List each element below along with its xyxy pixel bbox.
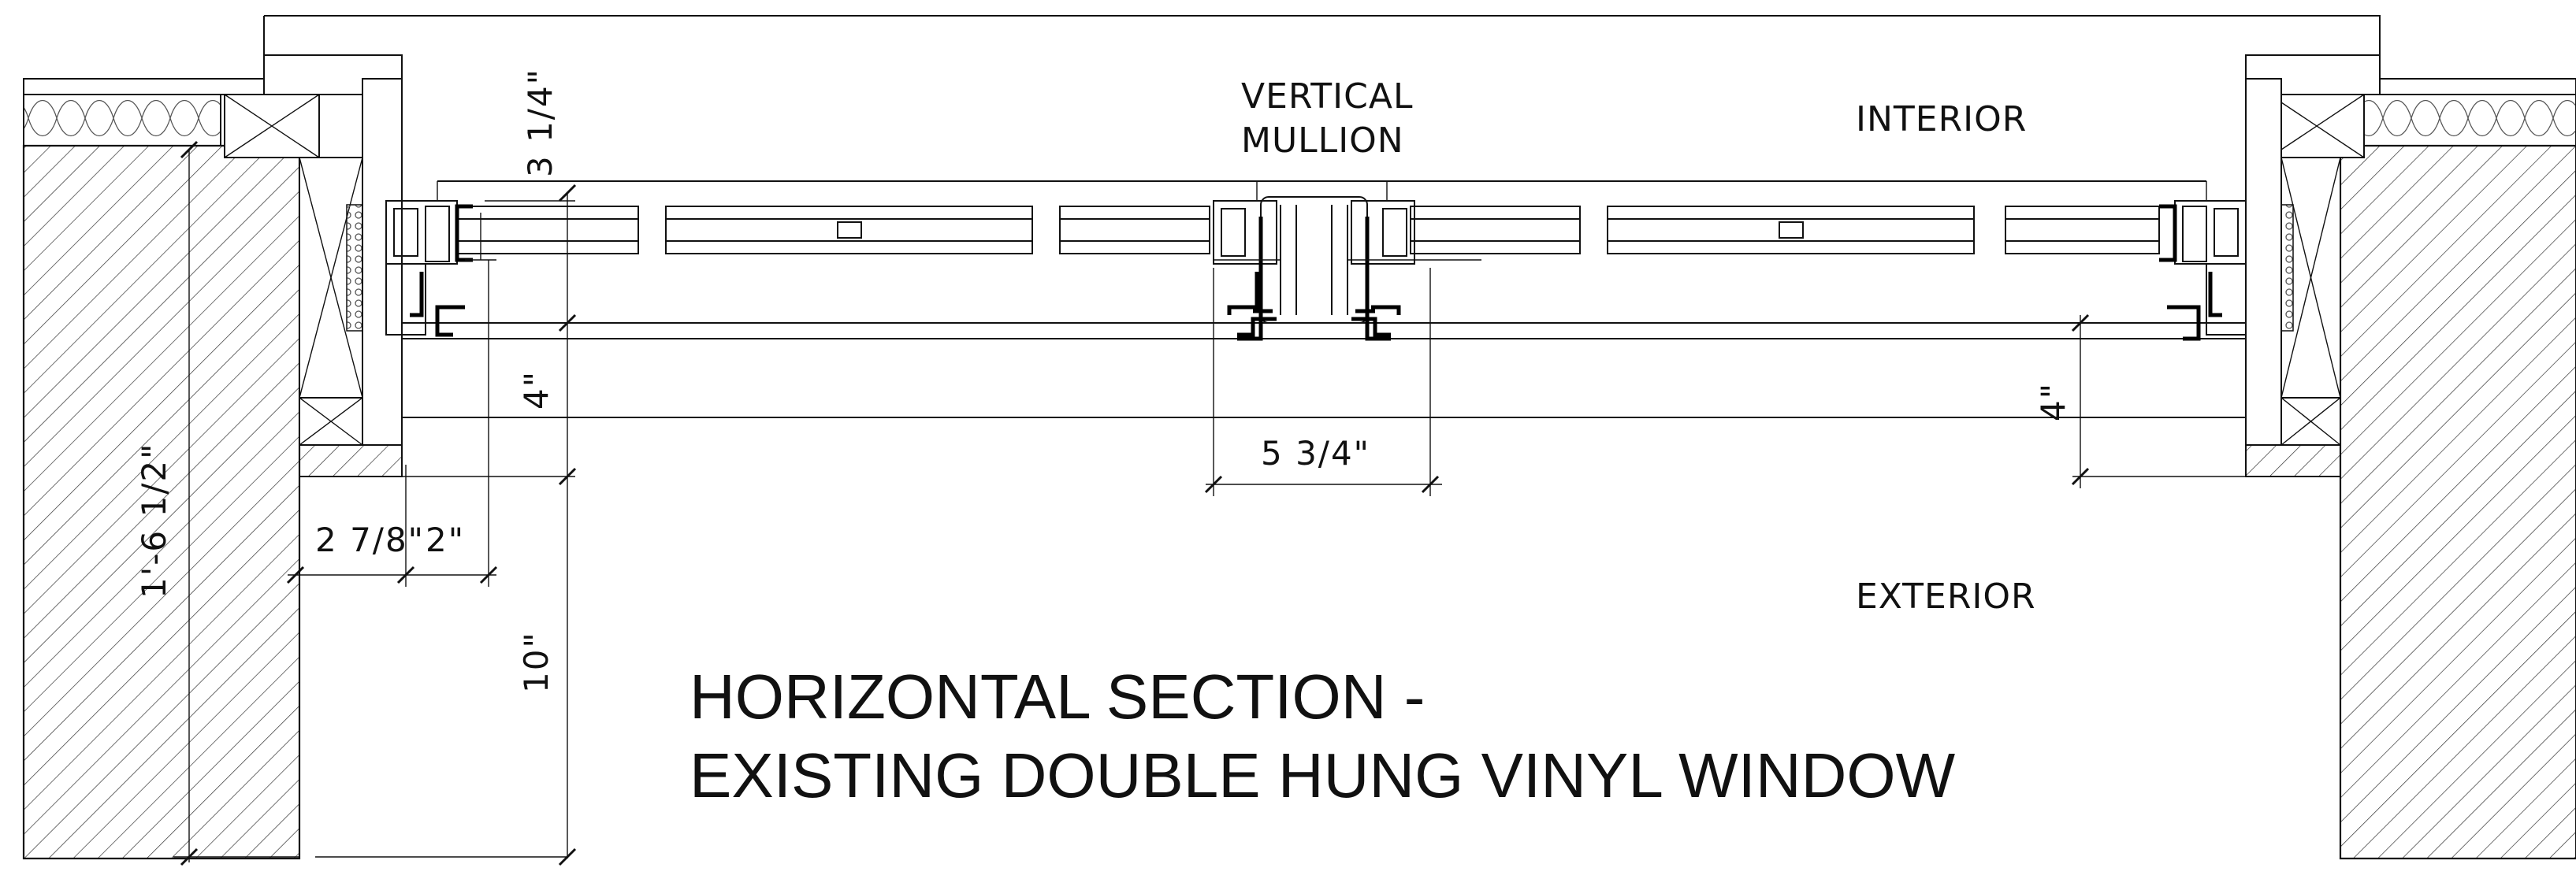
dim-left-4: 4" [517, 370, 556, 410]
label-exterior: EXTERIOR [1856, 577, 2036, 617]
dim-sash-3-1-4: 3 1/4" [521, 68, 559, 177]
window-frame [402, 180, 2246, 418]
dim-jamb-2: 2" [426, 521, 465, 559]
label-interior: INTERIOR [1856, 99, 2027, 139]
dim-right-4: 4" [2034, 382, 2072, 421]
dim-mullion-width: 5 3/4" [1261, 434, 1370, 473]
dim-exterior-10: 10" [517, 631, 556, 693]
drawing-title-line1: HORIZONTAL SECTION - [690, 662, 1425, 732]
mullion-profile [1213, 196, 1481, 341]
label-mullion: MULLION [1241, 121, 1404, 161]
glazing [456, 206, 2160, 254]
drawing-title-line2: EXISTING DOUBLE HUNG VINYL WINDOW [690, 740, 1956, 810]
right-jamb-profile [2159, 200, 2247, 341]
right-wall [2245, 54, 2576, 860]
left-jamb-profile [385, 200, 496, 337]
left-wall [22, 54, 403, 860]
dimension-lines [173, 140, 2246, 866]
dim-jamb-2-7-8: 2 7/8" [315, 521, 425, 559]
top-outline [264, 15, 2381, 55]
label-vertical: VERTICAL [1241, 76, 1413, 117]
dim-wall-depth: 1'-6 1/2" [135, 443, 173, 599]
